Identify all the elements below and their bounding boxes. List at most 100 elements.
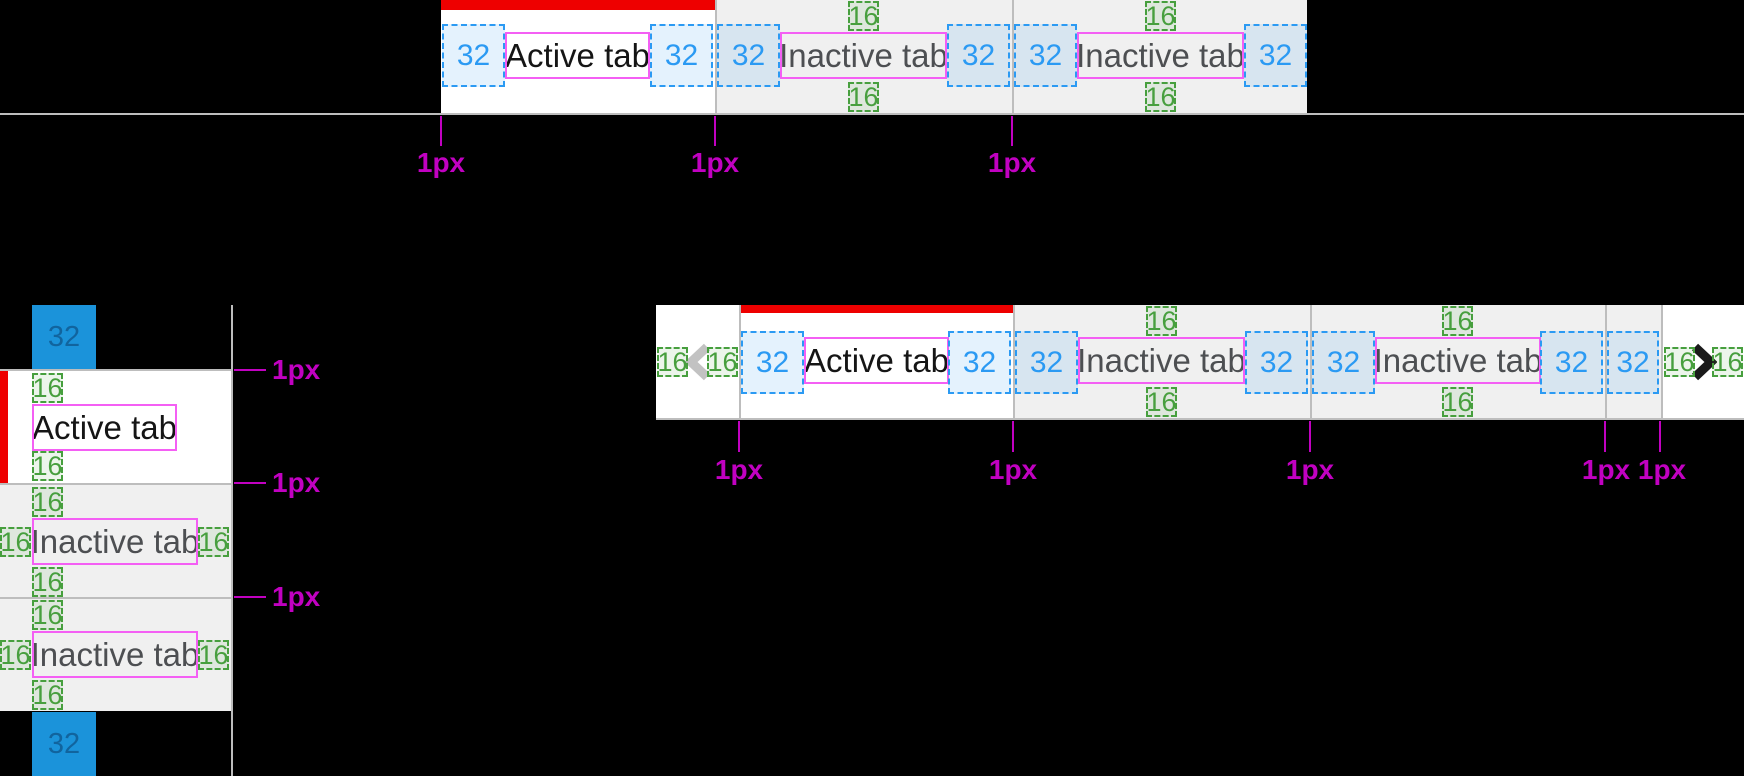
tab-divider (1661, 305, 1663, 418)
border-callout-line (1659, 421, 1661, 452)
padding-16-value: 16 (848, 1, 879, 31)
padding-annotation-16: 16 (0, 640, 31, 670)
active-tab-indicator (441, 0, 715, 10)
border-callout-line (1309, 421, 1311, 452)
padding-annotation-32: 32 (741, 331, 804, 394)
scroll-left-button[interactable] (656, 305, 739, 418)
padding-annotation-16: 16 (32, 487, 63, 517)
chevron-left-icon (684, 343, 710, 380)
padding-32-value: 32 (1028, 38, 1063, 72)
border-1px-label: 1px (272, 581, 321, 612)
padding-annotation-32: 32 (1244, 24, 1307, 87)
tab-label: Inactive tab (780, 36, 947, 74)
padding-annotation-32: 32 (1014, 24, 1077, 87)
tab-divider (1012, 0, 1014, 113)
tab-divider (1605, 305, 1607, 418)
tab-inactive-2[interactable] (1014, 0, 1307, 113)
tab-label: Active tab (804, 341, 949, 379)
tab-label: Active tab (505, 36, 650, 74)
tab-clipped[interactable] (1607, 305, 1661, 418)
border-callout-line (1012, 421, 1014, 452)
tab-inactive-2[interactable] (1312, 305, 1605, 418)
tab-label-outline: Active tab (505, 32, 650, 79)
padding-32-value: 32 (1554, 345, 1589, 379)
border-callout-line (234, 482, 266, 484)
tab-label-outline: Active tab (804, 337, 949, 384)
spacer-32-value: 32 (47, 320, 81, 353)
border-callout-line (714, 116, 716, 146)
padding-annotation-16: 16 (32, 451, 63, 481)
border-1px-label: 1px (987, 147, 1037, 178)
tab-inactive-1[interactable] (1015, 305, 1310, 418)
padding-32-value: 32 (731, 38, 766, 72)
tab-label-outline: Inactive tab (32, 518, 198, 565)
scroll-right-button[interactable] (1663, 305, 1744, 418)
tab-divider (1310, 305, 1312, 418)
border-1px-label: 1px (690, 147, 740, 178)
tab-label-outline: Inactive tab (1375, 337, 1541, 384)
border-callout-line (738, 421, 740, 452)
padding-16-value: 16 (1442, 387, 1473, 417)
padding-16-value: 16 (32, 451, 63, 481)
tab-label-outline: Inactive tab (1077, 32, 1244, 79)
tab-label-outline: Inactive tab (780, 32, 947, 79)
padding-annotation-32: 32 (1540, 331, 1603, 394)
padding-32-value: 32 (1029, 345, 1064, 379)
tab-label-outline: Inactive tab (32, 631, 198, 678)
tab-divider (739, 305, 741, 418)
padding-16-value: 16 (32, 567, 63, 597)
padding-32-value: 32 (1326, 345, 1361, 379)
padding-annotation-16: 16 (198, 527, 229, 557)
padding-annotation-16: 16 (32, 373, 63, 403)
tab-inactive-2[interactable] (0, 599, 231, 711)
padding-16-value: 16 (198, 527, 229, 557)
spacer-32-value: 32 (47, 727, 81, 760)
chevron-right-icon (1691, 343, 1717, 380)
spacer-annotation-32: 32 (32, 305, 96, 369)
padding-annotation-16: 16 (657, 347, 688, 377)
overflow-bar-bottom-border (656, 418, 1744, 420)
border-1px-label: 1px (988, 454, 1038, 485)
padding-16-value: 16 (1146, 306, 1177, 336)
padding-32-value: 32 (456, 38, 491, 72)
padding-annotation-32: 32 (947, 24, 1010, 87)
padding-annotation-16: 16 (1146, 387, 1177, 417)
border-1px-label: 1px (1637, 454, 1687, 485)
vertical-list-right-border (231, 305, 233, 776)
padding-16-value: 16 (1145, 1, 1176, 31)
tab-label-outline: Active tab (32, 404, 177, 451)
padding-16-value: 16 (1712, 347, 1743, 377)
tab-active[interactable] (741, 305, 1013, 418)
padding-16-value: 16 (32, 600, 63, 630)
tab-label: Inactive tab (32, 635, 198, 673)
tab-active[interactable] (0, 371, 231, 483)
tab-active[interactable] (441, 0, 715, 113)
padding-annotation-16: 16 (707, 347, 738, 377)
padding-32-value: 32 (1259, 345, 1294, 379)
padding-32-value: 32 (1258, 38, 1293, 72)
padding-annotation-16: 16 (1145, 1, 1176, 31)
padding-annotation-32: 32 (1607, 331, 1659, 394)
padding-annotation-16: 16 (0, 527, 31, 557)
top-tab-bar (441, 0, 1307, 113)
tab-inactive-1[interactable] (717, 0, 1012, 113)
padding-annotation-16: 16 (1442, 387, 1473, 417)
tab-label-outline: Inactive tab (1078, 337, 1245, 384)
border-1px-label: 1px (272, 467, 321, 498)
padding-annotation-16: 16 (848, 82, 879, 112)
border-1px-label: 1px (1581, 454, 1631, 485)
vertical-list-top-border (0, 369, 231, 371)
spacer-annotation-32: 32 (32, 712, 96, 776)
padding-16-value: 16 (1664, 347, 1695, 377)
tab-inactive-1[interactable] (0, 485, 231, 597)
padding-16-value: 16 (848, 82, 879, 112)
border-1px-label: 1px (1285, 454, 1335, 485)
padding-16-value: 16 (0, 527, 31, 557)
border-1px-label: 1px (272, 354, 321, 385)
tab-divider (0, 483, 231, 485)
tab-label: Active tab (32, 408, 177, 446)
padding-16-value: 16 (657, 347, 688, 377)
padding-annotation-16: 16 (1712, 347, 1743, 377)
tab-divider (1013, 305, 1015, 418)
tab-divider (715, 0, 717, 113)
